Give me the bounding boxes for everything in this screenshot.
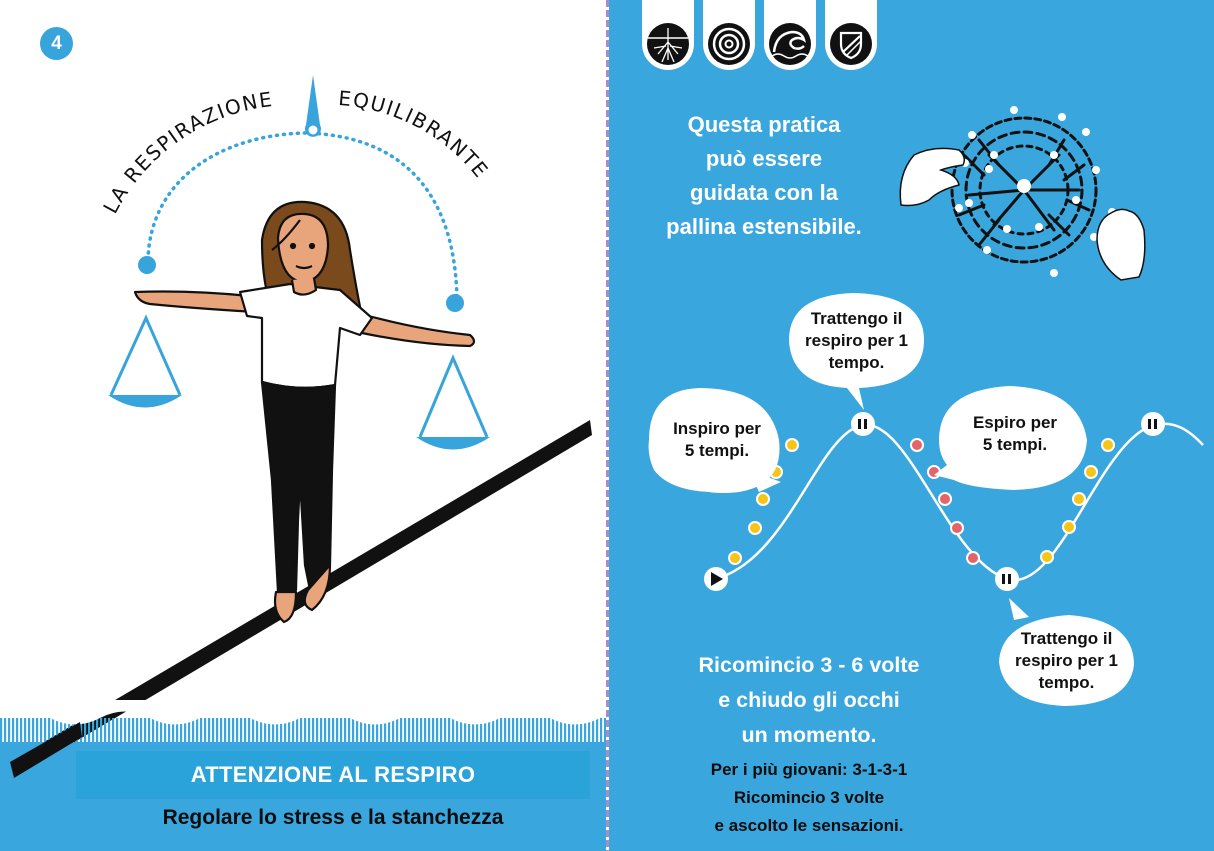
balance-needle-icon (304, 75, 321, 137)
bubble-hold-bottom: Trattengo il respiro per 1 tempo. (1015, 629, 1118, 692)
pause-icon-bottom[interactable] (995, 567, 1019, 591)
section-title: ATTENZIONE AL RESPIRO (190, 762, 476, 787)
section-subtitle: Regolare lo stress e la stanchezza (162, 806, 504, 829)
stretch-ball-illustration (899, 106, 1146, 281)
intro-text: Questa pratica può essere guidata con la… (666, 112, 862, 239)
arc-title-left: LA RESPIRAZIONE (98, 87, 275, 218)
page-number-badge: 4 (40, 27, 73, 60)
exhale-dots (910, 438, 980, 565)
speech-bubbles (648, 293, 1134, 706)
bubble-hold-top: Trattengo il respiro per 1 tempo. (805, 309, 908, 372)
balance-illustration: LA RESPIRAZIONE EQUILIBRANTE (0, 75, 607, 778)
tab-shield[interactable] (825, 0, 877, 70)
left-page: 4 LA RESPIRAZIONE EQUILIBRANTE (0, 27, 607, 851)
tab-wave[interactable] (764, 0, 816, 70)
left-scale-icon (108, 314, 182, 408)
pause-icon-top[interactable] (851, 412, 875, 436)
dotted-arc (146, 131, 459, 302)
bubble-exhale: Espiro per 5 tempi. (972, 413, 1058, 454)
page-fold (606, 0, 609, 851)
roots-icon (647, 23, 689, 65)
breathing-wave-diagram (648, 293, 1204, 706)
young-instructions: Per i più giovani: 3-1-3-1 Ricomincio 3 … (710, 760, 908, 835)
shield-icon (830, 23, 872, 65)
bubble-inhale: Inspiro per 5 tempi. (673, 419, 761, 460)
repeat-instructions: Ricomincio 3 - 6 volte e chiudo gli occh… (698, 653, 920, 747)
play-icon[interactable] (704, 567, 728, 591)
inhale-dots (728, 438, 1115, 565)
band-title-box (76, 751, 590, 799)
wave-icon (769, 23, 811, 65)
target-icon (708, 23, 750, 65)
girl-figure (133, 200, 476, 624)
tab-target[interactable] (703, 0, 755, 70)
tab-roots[interactable] (642, 0, 694, 70)
arc-title-right: EQUILIBRANTE (337, 86, 493, 183)
right-page: Questa pratica può essere guidata con la… (609, 0, 1214, 851)
right-scale-icon (416, 354, 490, 450)
pause-icon-end[interactable] (1141, 412, 1165, 436)
tightrope (10, 420, 592, 778)
